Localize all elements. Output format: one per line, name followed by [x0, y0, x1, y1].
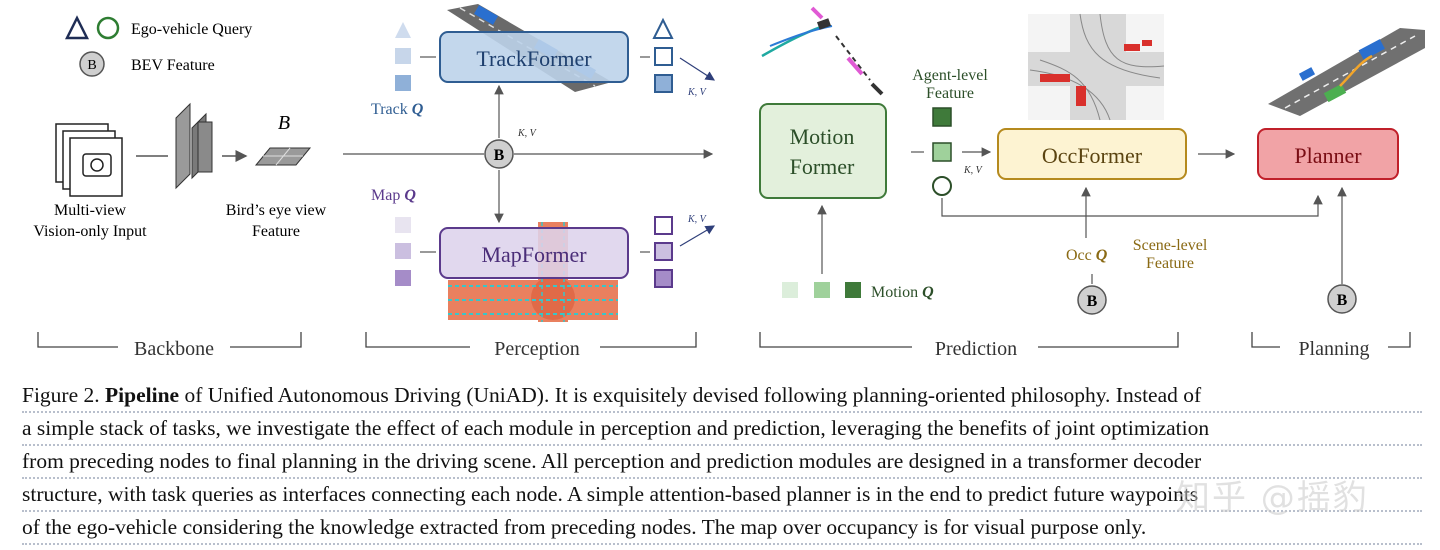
planning-road-image [1268, 28, 1425, 116]
mapformer-box [439, 227, 629, 279]
track-query-triangle-icon [395, 22, 411, 38]
planner-box [1257, 128, 1399, 180]
prediction-section: Motion Former Motion Q Agent-level Featu… [759, 6, 1323, 315]
motionformer-label-1: Motion [790, 124, 855, 149]
planner-label: Planner [1294, 143, 1362, 168]
map-output-square-3 [654, 269, 673, 288]
backbone-section: Multi-view Vision-only Input B Bird’s ey… [33, 102, 327, 240]
backbone-network-icon [175, 102, 213, 190]
occ-kv-label: K, V [963, 165, 984, 176]
map-kv-label: K, V [687, 214, 708, 225]
track-output-triangle-icon [652, 17, 674, 39]
ego-circle-icon [96, 16, 120, 40]
legend: Ego-vehicle Query B BEV Feature [64, 15, 252, 77]
agent-level-label-2: Feature [926, 85, 974, 102]
motionformer-box [759, 103, 887, 199]
caption-line-5: of the ego-vehicle considering the knowl… [22, 512, 1422, 545]
track-query-square-2 [395, 75, 411, 91]
track-query-square-1 [395, 48, 411, 64]
motion-query-square-1 [782, 282, 798, 298]
map-query-square-3 [395, 270, 411, 286]
input-label-1: Multi-view [54, 202, 126, 219]
occformer-box [997, 128, 1187, 180]
bev-letter: B [278, 112, 290, 134]
legend-ego-query: Ego-vehicle Query [131, 21, 252, 38]
legend-bev-symbol: B [87, 58, 96, 73]
perception-section: TrackFormer K, V Track Q B K, V Map Q [371, 4, 716, 322]
section-brackets [37, 332, 1411, 348]
motionformer-label-2: Former [790, 154, 855, 179]
mapformer-label: MapFormer [481, 242, 587, 267]
trackformer-label: TrackFormer [476, 46, 592, 71]
section-planning: Planning [1298, 338, 1369, 360]
occ-bev-symbol: B [1087, 293, 1098, 310]
perception-bev-symbol: B [494, 147, 505, 164]
agent-feature-square-2 [932, 142, 952, 162]
scene-level-label-1: Scene-level [1133, 237, 1208, 254]
occformer-label: OccFormer [1042, 143, 1143, 168]
perception-bev-node-icon [484, 139, 514, 169]
agent-level-label-1: Agent-level [912, 67, 988, 84]
section-backbone: Backbone [134, 338, 214, 360]
scene-level-label-2: Feature [1146, 255, 1194, 272]
caption-bold: Pipeline [105, 383, 180, 407]
occ-bev-node-icon [1077, 285, 1107, 315]
motion-trajectory-image [761, 6, 884, 96]
map-query-square-2 [395, 243, 411, 259]
section-prediction: Prediction [935, 338, 1017, 360]
map-q-label: Map Q [371, 187, 416, 204]
caption-line-4: structure, with task queries as interfac… [22, 479, 1422, 512]
motion-q-label: Motion Q [871, 284, 934, 301]
bev-label-1: Bird’s eye view [226, 202, 327, 219]
legend-bev-feature: BEV Feature [131, 57, 215, 74]
track-kv-label: K, V [687, 87, 708, 98]
map-output-square-2 [654, 242, 673, 261]
perception-kv-label: K, V [517, 128, 538, 139]
track-output-square-2 [654, 74, 673, 93]
occ-q-label: Occ Q [1066, 247, 1108, 264]
bev-circle-icon [79, 51, 105, 77]
planner-bev-node-icon [1327, 284, 1357, 314]
planner-bev-symbol: B [1337, 292, 1348, 309]
figure-caption: Figure 2. Pipeline of Unified Autonomous… [22, 380, 1422, 545]
section-perception: Perception [494, 338, 580, 360]
agent-feature-circle-icon [932, 176, 952, 196]
agent-feature-square-1 [932, 107, 952, 127]
caption-line-1-rest: of Unified Autonomous Driving (UniAD). I… [179, 383, 1202, 407]
caption-line-1: Figure 2. Pipeline of Unified Autonomous… [22, 380, 1422, 413]
track-output-square-1 [654, 47, 673, 66]
occupancy-map-image [1028, 13, 1165, 121]
watermark: 知乎 @摇豹 [1176, 478, 1369, 518]
ego-triangle-icon [64, 15, 90, 40]
trackformer-box [439, 31, 629, 83]
caption-line-2: a simple stack of tasks, we investigate … [22, 413, 1422, 446]
map-output-square-1 [654, 216, 673, 235]
bev-label-2: Feature [252, 223, 300, 240]
caption-prefix: Figure 2. [22, 383, 106, 407]
track-q-label: Track Q [371, 101, 424, 118]
input-label-2: Vision-only Input [33, 223, 147, 240]
camera-stack-icon [55, 123, 123, 197]
caption-line-3: from preceding nodes to final planning i… [22, 446, 1422, 479]
motion-query-square-2 [814, 282, 830, 298]
planning-section: Planner B [1198, 28, 1425, 314]
motion-query-square-3 [845, 282, 861, 298]
map-query-square-1 [395, 217, 411, 233]
uniad-pipeline-figure: Ego-vehicle Query B BEV Feature Multi-vi… [33, 4, 1425, 360]
